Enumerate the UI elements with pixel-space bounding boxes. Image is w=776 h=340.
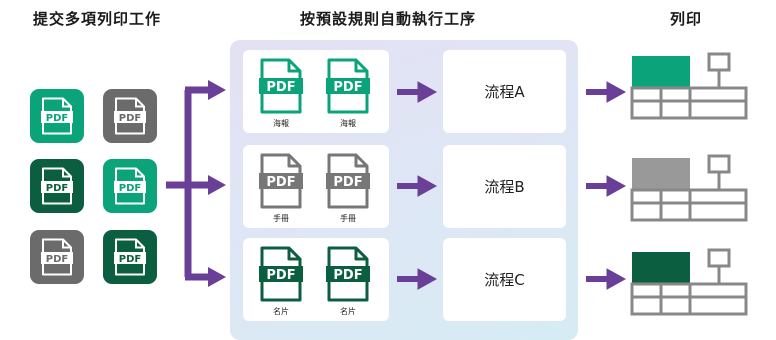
svg-text:PDF: PDF (333, 80, 362, 95)
pdf-file-icon: PDF (259, 246, 303, 306)
file-caption: 手冊 (340, 214, 356, 223)
arrow-right-icon (417, 175, 438, 197)
svg-text:PDF: PDF (266, 175, 295, 190)
arrow-right-icon (417, 81, 438, 103)
printer-icon (630, 248, 748, 316)
svg-text:PDF: PDF (119, 254, 141, 265)
svg-text:PDF: PDF (266, 268, 295, 283)
arrow-right-icon (606, 81, 627, 103)
svg-text:PDF: PDF (119, 183, 141, 194)
process-label: 流程C (484, 271, 525, 289)
pdf-job-tile: PDF (103, 159, 157, 213)
file-group-card: PDF 名片 PDF 名片 (243, 238, 389, 321)
pdf-file-icon: PDF (326, 246, 370, 306)
branch-arrows (166, 80, 226, 287)
section-heading-process: 按預設規則自動執行工序 (300, 10, 477, 28)
pdf-file-icon: PDF (41, 238, 73, 276)
file-caption: 海報 (340, 119, 356, 128)
file-group-card: PDF 海報 PDF 海報 (243, 50, 389, 133)
pdf-file-icon: PDF (114, 97, 146, 135)
pdf-file-icon: PDF (114, 167, 146, 205)
pdf-job-tile: PDF (30, 89, 84, 143)
svg-text:PDF: PDF (119, 113, 141, 124)
arrow-right-icon (208, 80, 226, 100)
section-heading-print: 列印 (670, 10, 703, 28)
process-card: 流程B (443, 145, 566, 228)
file-caption: 海報 (273, 119, 289, 128)
pdf-file-icon: PDF (259, 153, 303, 213)
arrow-right-icon (208, 267, 226, 287)
pdf-file-icon: PDF (114, 238, 146, 276)
svg-text:PDF: PDF (46, 254, 68, 265)
arrow-right-icon (208, 175, 226, 195)
pdf-job-tile: PDF (30, 159, 84, 213)
arrow-right-icon (606, 268, 627, 290)
process-card: 流程C (443, 238, 566, 321)
svg-text:PDF: PDF (46, 113, 68, 124)
svg-text:PDF: PDF (333, 175, 362, 190)
file-group-card: PDF 手冊 PDF 手冊 (243, 145, 389, 228)
printer-icon (630, 154, 748, 222)
file-caption: 名片 (273, 307, 289, 316)
arrow-right-icon (606, 175, 627, 197)
file-caption: 名片 (340, 307, 356, 316)
pdf-file-icon: PDF (41, 97, 73, 135)
file-caption: 手冊 (273, 214, 289, 223)
process-label: 流程A (484, 83, 525, 101)
section-heading-submit: 提交多項列印工作 (33, 10, 162, 28)
pdf-file-icon: PDF (41, 167, 73, 205)
process-card: 流程A (443, 50, 566, 133)
pdf-job-tile: PDF (103, 230, 157, 284)
svg-text:PDF: PDF (46, 183, 68, 194)
svg-text:PDF: PDF (333, 268, 362, 283)
pdf-job-tile: PDF (103, 89, 157, 143)
pdf-file-icon: PDF (259, 58, 303, 118)
arrow-right-icon (417, 268, 438, 290)
flow-arrows (397, 81, 627, 290)
pdf-job-tile: PDF (30, 230, 84, 284)
svg-text:PDF: PDF (266, 80, 295, 95)
process-label: 流程B (484, 178, 525, 196)
pdf-file-icon: PDF (326, 153, 370, 213)
pdf-file-icon: PDF (326, 58, 370, 118)
printer-icon (630, 52, 748, 120)
